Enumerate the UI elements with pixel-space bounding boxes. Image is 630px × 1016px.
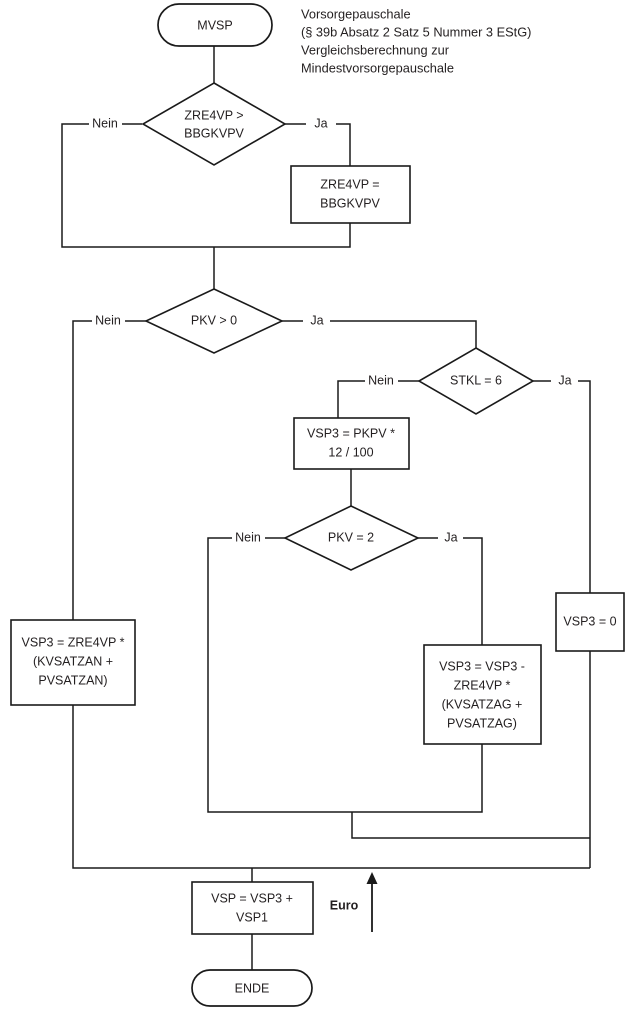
end-label: ENDE [235, 981, 270, 995]
decision-pkv-shape [144, 288, 284, 354]
edge-label-pkv-nein: Nein [95, 313, 121, 327]
edge-label-stkl-nein: Nein [368, 373, 394, 387]
node-decision-stkl-eq-6[interactable]: STKL = 6 [417, 347, 535, 415]
decision-zre4vp-shape [141, 82, 287, 166]
title-block: Vorsorgepauschale (§ 39b Absatz 2 Satz 5… [301, 6, 531, 75]
title-line-4: Mindestvorsorgepauschale [301, 60, 454, 75]
node-process-vsp-sum[interactable]: VSP = VSP3 + VSP1 [191, 881, 314, 935]
edge-pkv2-nein [207, 537, 352, 813]
edge-label-pkv2-ja: Ja [444, 530, 457, 544]
edge-stkl-nein [337, 380, 365, 418]
connectors [61, 46, 591, 970]
title-line-2: (§ 39b Absatz 2 Satz 5 Nummer 3 EStG) [301, 24, 531, 39]
decision-pkv2-shape [283, 505, 420, 571]
euro-label: Euro [330, 898, 359, 912]
edge-zre4vp-nein [61, 123, 214, 248]
process-vsp-sum-line-2: VSP1 [236, 910, 268, 924]
decision-zre4vp-line-2: BBGKVPV [184, 126, 244, 140]
title-line-1: Vorsorgepauschale [301, 6, 411, 21]
process-vsp3-minus-line-1: VSP3 = VSP3 - [439, 659, 525, 673]
decision-pkv2-line-1: PKV = 2 [328, 530, 374, 544]
process-vsp3-zero-shape [555, 592, 625, 652]
edge-pkv-nein [72, 320, 92, 620]
node-process-vsp3-pkpv[interactable]: VSP3 = PKPV * 12 / 100 [293, 417, 410, 470]
euro-annotation: Euro [330, 872, 378, 932]
process-zre4vp-set-line-2: BBGKVPV [320, 196, 380, 210]
edge-label-pkv-ja: Ja [310, 313, 323, 327]
edge-pkv2-merge-down [351, 812, 590, 839]
edge-label-zre4vp-ja: Ja [314, 116, 327, 130]
process-vsp3-zre4vp-shape [10, 619, 136, 706]
process-zre4vp-set-line-1: ZRE4VP = [320, 177, 379, 191]
edge-zre4vp-set-to-merge [214, 223, 351, 248]
decision-pkv-line-1: PKV > 0 [191, 313, 237, 327]
edge-vsp3-minus-to-merge [352, 744, 483, 813]
decision-stkl-line-1: STKL = 6 [450, 373, 502, 387]
edge-pkv2-ja [463, 537, 483, 645]
node-process-vsp3-zre4vp[interactable]: VSP3 = ZRE4VP * (KVSATZAN + PVSATZAN) [10, 619, 136, 706]
node-end-ende[interactable]: ENDE [191, 969, 313, 1007]
node-start-mvsp[interactable]: MVSP [157, 3, 273, 47]
edge-label-zre4vp-nein: Nein [92, 116, 118, 130]
node-process-vsp3-zero[interactable]: VSP3 = 0 [555, 592, 625, 652]
process-vsp3-zre4vp-line-1: VSP3 = ZRE4VP * [22, 635, 125, 649]
process-vsp3-pkpv-line-1: VSP3 = PKPV * [307, 426, 395, 440]
decision-stkl-shape [417, 347, 535, 415]
process-vsp3-zre4vp-line-3: PVSATZAN) [38, 673, 107, 687]
node-process-vsp3-minus[interactable]: VSP3 = VSP3 - ZRE4VP * (KVSATZAG + PVSAT… [423, 644, 542, 745]
edge-label-pkv2-nein: Nein [235, 530, 261, 544]
node-process-zre4vp-set[interactable]: ZRE4VP = BBGKVPV [290, 165, 411, 224]
process-vsp3-pkpv-line-2: 12 / 100 [328, 445, 373, 459]
start-label: MVSP [197, 18, 232, 32]
process-vsp3-minus-line-4: PVSATZAG) [447, 716, 517, 730]
edge-stkl-ja [578, 380, 591, 593]
decision-zre4vp-line-1: ZRE4VP > [184, 108, 243, 122]
process-zre4vp-set-shape [290, 165, 411, 224]
process-vsp3-minus-line-3: (KVSATZAG + [442, 697, 523, 711]
end-terminator-shape [191, 969, 313, 1007]
process-vsp-sum-shape [191, 881, 314, 935]
process-vsp3-zre4vp-line-2: (KVSATZAN + [33, 654, 113, 668]
edge-zre4vp-ja [336, 123, 351, 166]
process-vsp3-pkpv-shape [293, 417, 410, 470]
edge-pkv-ja [330, 320, 477, 348]
node-decision-pkv-eq-2[interactable]: PKV = 2 [283, 505, 420, 571]
process-vsp3-minus-shape [423, 644, 542, 745]
node-decision-zre4vp-gt-bbgkvpv[interactable]: ZRE4VP > BBGKVPV [141, 82, 287, 166]
edge-label-stkl-ja: Ja [558, 373, 571, 387]
title-line-3: Vergleichsberechnung zur [301, 42, 450, 57]
process-vsp3-zero-line-1: VSP3 = 0 [563, 614, 616, 628]
euro-arrow-head [366, 872, 378, 884]
edge-vsp3-zre4vp-to-bottom [72, 705, 252, 869]
start-terminator-shape [157, 3, 273, 47]
process-vsp-sum-line-1: VSP = VSP3 + [211, 891, 293, 905]
process-vsp3-minus-line-2: ZRE4VP * [454, 678, 511, 692]
node-decision-pkv-gt-0[interactable]: PKV > 0 [144, 288, 284, 354]
